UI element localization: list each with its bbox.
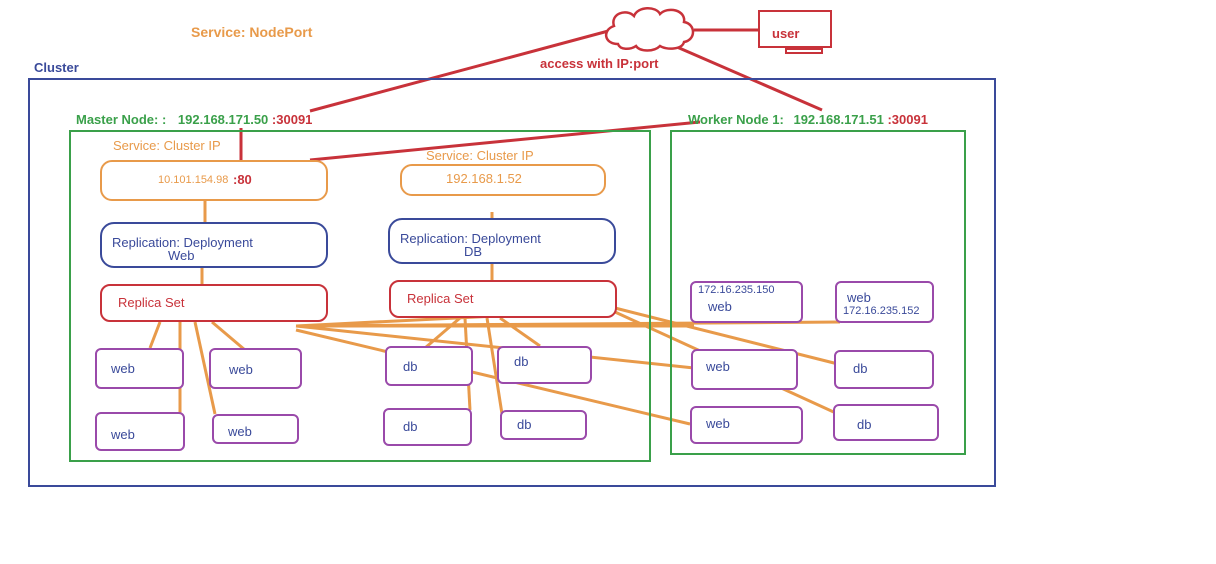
web-pod: 172.16.235.150 web <box>690 281 803 323</box>
web-pod-label: web <box>229 362 253 377</box>
svc-db-box: 192.168.1.52 <box>400 164 606 196</box>
replicaset-db-box: Replica Set <box>389 280 617 318</box>
web-pod: web <box>209 348 302 389</box>
web-pod-label: web <box>847 290 871 305</box>
monitor-stand-icon <box>785 48 823 54</box>
user-label: user <box>772 26 800 41</box>
svc-web-box: 10.101.154.98 :80 <box>100 160 328 201</box>
master-node-prefix: Master Node: : <box>76 112 167 127</box>
master-node-ip: 192.168.171.50 <box>177 112 269 127</box>
worker-node-prefix: Worker Node 1: <box>688 112 784 127</box>
web-pod: web <box>95 412 185 451</box>
db-pod: db <box>385 346 473 386</box>
access-label: access with IP:port <box>540 56 659 71</box>
cloud-icon <box>605 7 695 52</box>
db-pod-label: db <box>403 359 418 374</box>
db-pod: db <box>497 346 592 384</box>
web-pod: web <box>95 348 184 389</box>
db-pod-label: db <box>857 417 872 432</box>
db-pod: db <box>834 350 934 389</box>
db-pod-label: db <box>403 419 418 434</box>
db-pod-label: db <box>517 417 532 432</box>
worker-node-frame <box>670 130 966 455</box>
deployment-web-box: Replication: Deployment Web <box>100 222 328 268</box>
deployment-db-line2: DB <box>464 244 483 259</box>
master-node-frame <box>69 130 651 462</box>
deployment-web-line2: Web <box>168 248 195 263</box>
deployment-web-line1: Replication: Deployment <box>112 235 253 250</box>
replicaset-web-label: Replica Set <box>118 295 185 310</box>
db-pod-label: db <box>853 361 868 376</box>
svc-web-port: :80 <box>233 172 252 187</box>
web-pod-label: web <box>228 424 252 439</box>
service-nodeport-title: Service: NodePort <box>191 24 313 40</box>
db-pod: db <box>383 408 472 446</box>
web-pod-ip: 172.16.235.150 <box>698 284 775 296</box>
master-node-header: Master Node: : 192.168.171.50 :30091 <box>76 112 312 127</box>
web-pod-label: web <box>111 361 135 376</box>
deployment-db-box: Replication: Deployment DB <box>388 218 616 264</box>
web-pod: web <box>690 406 803 444</box>
worker-node-header: Worker Node 1: 192.168.171.51 :30091 <box>688 112 928 127</box>
cluster-frame <box>28 78 996 487</box>
user-monitor: user <box>758 10 832 48</box>
web-pod-ip: 172.16.235.152 <box>843 305 920 317</box>
svc-db-label: Service: Cluster IP <box>426 148 534 163</box>
web-pod-label: web <box>708 299 732 314</box>
svc-web-ip: 10.101.154.98 <box>158 174 229 186</box>
master-node-port: :30091 <box>271 112 313 127</box>
web-pod: web <box>691 349 798 390</box>
web-pod: web <box>212 414 299 444</box>
web-pod-label: web <box>706 416 730 431</box>
svc-web-label: Service: Cluster IP <box>113 138 221 153</box>
replicaset-web-box: Replica Set <box>100 284 328 322</box>
db-pod-label: db <box>514 354 529 369</box>
replicaset-db-label: Replica Set <box>407 291 474 306</box>
worker-node-port: :30091 <box>887 112 928 127</box>
svc-db-ip: 192.168.1.52 <box>446 171 522 186</box>
web-pod-label: web <box>111 427 135 442</box>
web-pod: web 172.16.235.152 <box>835 281 934 323</box>
worker-node-ip: 192.168.171.51 <box>793 112 884 127</box>
db-pod: db <box>833 404 939 441</box>
cluster-label: Cluster <box>34 60 79 75</box>
web-pod-label: web <box>706 359 730 374</box>
deployment-db-line1: Replication: Deployment <box>400 231 541 246</box>
db-pod: db <box>500 410 587 440</box>
